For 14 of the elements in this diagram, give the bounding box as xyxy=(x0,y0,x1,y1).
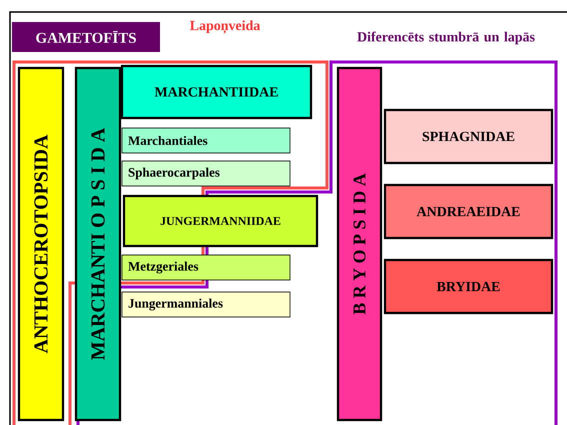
order-box: Marchantiales xyxy=(122,128,290,154)
order-box: Sphaerocarpales xyxy=(122,160,290,186)
class-bar: ANTHOCEROTOPSIDA xyxy=(18,66,64,422)
subclass-box: BRYIDAE xyxy=(384,258,554,314)
subclass-box: JUNGERMANNIIDAE xyxy=(122,194,318,248)
subclass-box: ANDREAEIDAE xyxy=(384,184,554,240)
class-bar: MARCHANTI O P S I D A xyxy=(74,66,122,422)
region-title: Diferencēts stumbrā un lapās xyxy=(357,32,535,44)
region-title: Lapoņveida xyxy=(190,20,260,34)
subclass-box: SPHAGNIDAE xyxy=(384,108,554,164)
order-box: Jungermanniales xyxy=(122,292,290,318)
order-box: Metzgeriales xyxy=(122,254,290,280)
class-bar: B R Y O P S I D A xyxy=(336,66,382,422)
subclass-box: MARCHANTIIDAE xyxy=(120,64,312,120)
